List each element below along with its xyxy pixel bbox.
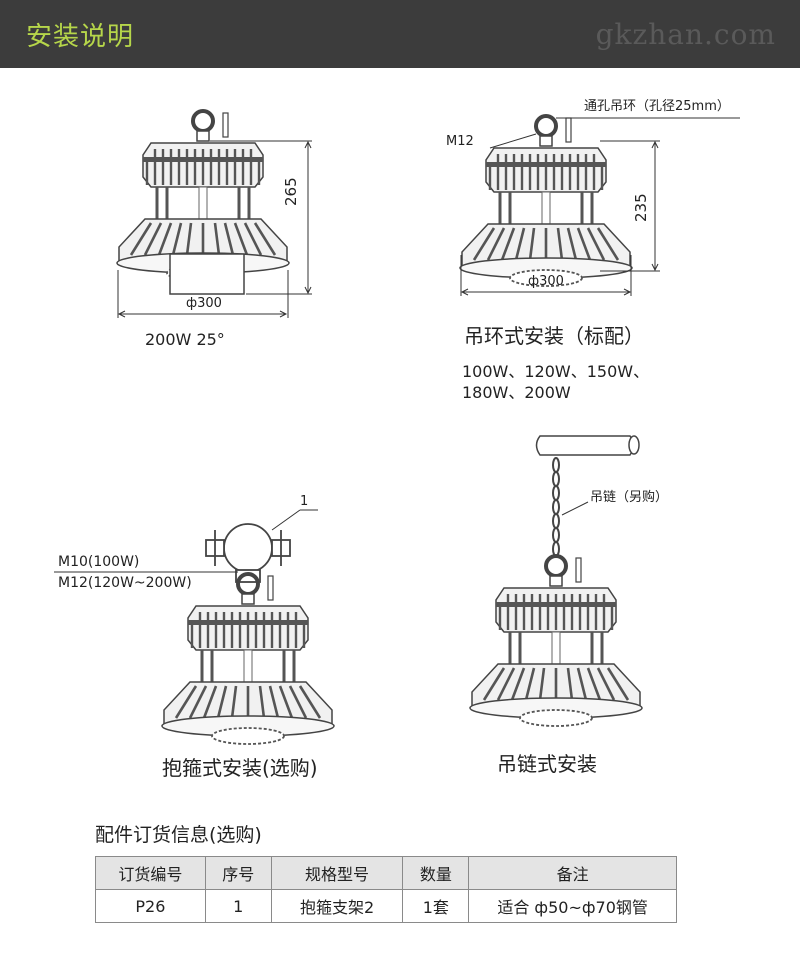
fig3-callout: 1: [300, 494, 309, 509]
header-qty: 数量: [402, 856, 470, 890]
header-spec: 规格型号: [270, 856, 404, 890]
fig3-caption: 抱箍式安装(选购): [162, 756, 318, 780]
fig4-caption: 吊链式安装: [497, 752, 597, 776]
header-remark: 备注: [468, 856, 677, 890]
order-title: 配件订货信息(选购): [95, 824, 262, 846]
header-bar: 安装说明 gkzhan.com: [0, 0, 800, 68]
cell-remark: 适合 ф50~ф70钢管: [468, 889, 677, 923]
table-row: P26 1 抱箍支架2 1套 适合 ф50~ф70钢管: [95, 889, 677, 923]
cell-spec: 抱箍支架2: [270, 889, 404, 923]
page-title: 安装说明: [26, 22, 135, 52]
fig4-chain-label: 吊链（另购）: [590, 490, 669, 505]
watermark: gkzhan.com: [595, 18, 776, 51]
fig3-lamp: [160, 572, 336, 746]
cell-order-no: P26: [95, 889, 206, 923]
fig3-bolt2: M12(120W~200W): [58, 575, 192, 591]
fig1-dim-height: 265: [282, 177, 300, 206]
fig1-dim-width: ф300: [186, 296, 222, 311]
fig4-leader: [561, 501, 589, 516]
fig2-models-line1: 100W、120W、150W、: [462, 362, 650, 381]
fig4-chain: [552, 457, 560, 557]
order-header-row: 订货编号 序号 规格型号 数量 备注: [95, 856, 677, 890]
fig2-caption: 吊环式安装（标配）: [464, 324, 644, 348]
cell-seq: 1: [204, 889, 272, 923]
fig4-pipe: [535, 435, 640, 456]
fig3-leaders: [54, 509, 318, 573]
fig4-lamp: [468, 554, 644, 728]
fig3-bolt1: M10(100W): [58, 554, 140, 570]
fig2-dim-height: 235: [632, 193, 650, 222]
fig2-models-line2: 180W、200W: [462, 383, 571, 402]
cell-qty: 1套: [402, 889, 470, 923]
fig2-hole-label: 通孔吊环（孔径25mm）: [584, 99, 730, 114]
header-seq: 序号: [204, 856, 272, 890]
fig1-caption: 200W 25°: [145, 330, 225, 349]
order-table: 订货编号 序号 规格型号 数量 备注 P26 1 抱箍支架2 1套 适合 ф50…: [95, 856, 677, 923]
fig3-clamp: [205, 523, 291, 583]
fig1-reflector: [169, 253, 245, 295]
header-order-no: 订货编号: [95, 856, 206, 890]
fig2-dimensions: [460, 117, 740, 296]
fig1-dimensions: [117, 140, 312, 318]
fig2-bolt-label: M12: [446, 134, 474, 149]
fig2-dim-width: ф300: [528, 274, 564, 289]
